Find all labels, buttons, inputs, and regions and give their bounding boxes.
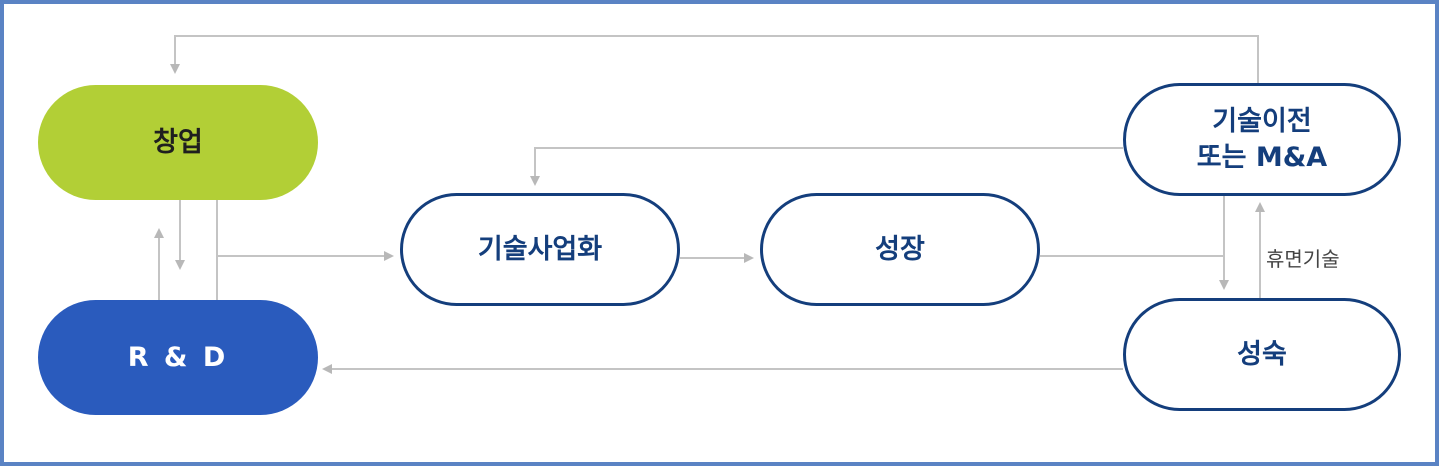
arrow-transfer-to-commercialization	[530, 147, 1123, 186]
node-tech-transfer: 기술이전 또는 M&A	[1123, 83, 1401, 196]
node-startup: 창업	[38, 85, 318, 200]
edge-label-dormant-tech: 휴면기술	[1266, 247, 1340, 271]
node-growth: 성장	[760, 193, 1040, 306]
arrow-transfer-to-startup	[170, 35, 1259, 83]
node-commercialization: 기술사업화	[400, 193, 680, 306]
node-maturity: 성숙	[1123, 298, 1401, 411]
node-rnd: R & D	[38, 300, 318, 415]
